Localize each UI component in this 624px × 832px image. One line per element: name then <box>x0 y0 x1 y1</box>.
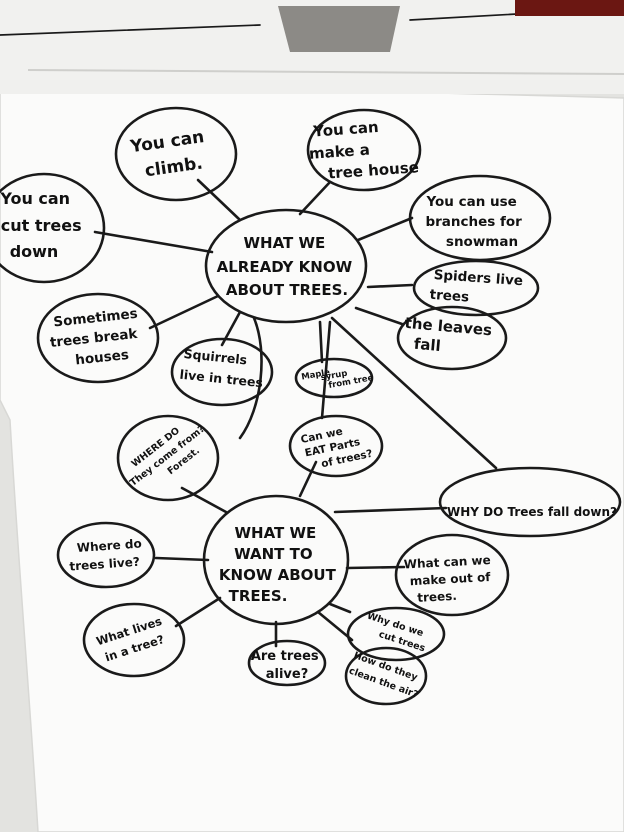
connector <box>330 316 498 470</box>
easel-handle-cutout <box>278 6 400 52</box>
where-live-text: Where do trees live? <box>68 536 148 573</box>
bubble-squirrels <box>170 337 274 407</box>
snowman-text: You can use branches for snowman <box>425 194 526 250</box>
bubble-eat-parts <box>288 414 384 478</box>
make-out-of-text: What can we make out of trees. <box>403 553 497 606</box>
bubble-maple <box>294 357 374 399</box>
bubble-spiders <box>412 259 540 317</box>
bubble-climb <box>114 106 238 202</box>
connector <box>93 230 214 254</box>
bubble-cut-trees <box>0 172 106 284</box>
connector <box>366 283 414 289</box>
connector <box>316 610 354 642</box>
bubble-what-lives <box>82 602 186 678</box>
connector <box>354 306 404 326</box>
bubble-tree-house <box>306 108 422 192</box>
connector <box>318 320 324 364</box>
alive-text: Are trees alive? <box>251 649 323 682</box>
bubble-where-live <box>56 521 156 589</box>
connector <box>345 565 406 570</box>
maple-text: Maple syrup from tree <box>301 360 375 395</box>
connector <box>196 178 242 222</box>
why-fall-text: WHY DO Trees fall down? <box>447 505 617 519</box>
bubble-clean-air <box>344 646 428 706</box>
break-houses-text: Sometimes trees break houses <box>47 305 147 371</box>
center-known-bubble <box>204 208 368 324</box>
connector <box>328 602 352 614</box>
bubble-alive <box>247 639 327 687</box>
center-want-text: WHAT WE WANT TO KNOW ABOUT TREES. <box>219 524 341 605</box>
connector <box>320 320 332 420</box>
connector <box>148 294 220 330</box>
bubble-break-houses <box>36 292 160 384</box>
center-known-text: WHAT WE ALREADY KNOW ABOUT TREES. <box>217 234 358 299</box>
connector <box>356 216 414 242</box>
known-bubble-outlines <box>0 106 552 407</box>
bubble-why-fall <box>438 466 622 538</box>
connector <box>298 460 318 498</box>
bubble-come-from <box>116 414 220 502</box>
red-object <box>515 0 624 16</box>
cut-trees-text: You can cut trees down <box>0 189 87 261</box>
connector <box>174 596 222 628</box>
connector-lines <box>93 178 498 648</box>
paper-top-fold <box>0 80 624 94</box>
spiders-text: Spiders live trees <box>429 267 528 310</box>
connector <box>180 486 228 514</box>
connector <box>154 556 210 562</box>
connector <box>333 506 448 514</box>
center-want-bubble <box>202 494 350 626</box>
connector <box>298 180 332 216</box>
connector <box>238 316 263 440</box>
bubble-leaves <box>396 305 508 371</box>
bubble-why-cut <box>346 606 446 662</box>
want-bubble-outlines <box>56 414 622 706</box>
board-edge <box>27 69 624 75</box>
bubble-make-out-of <box>394 533 510 617</box>
